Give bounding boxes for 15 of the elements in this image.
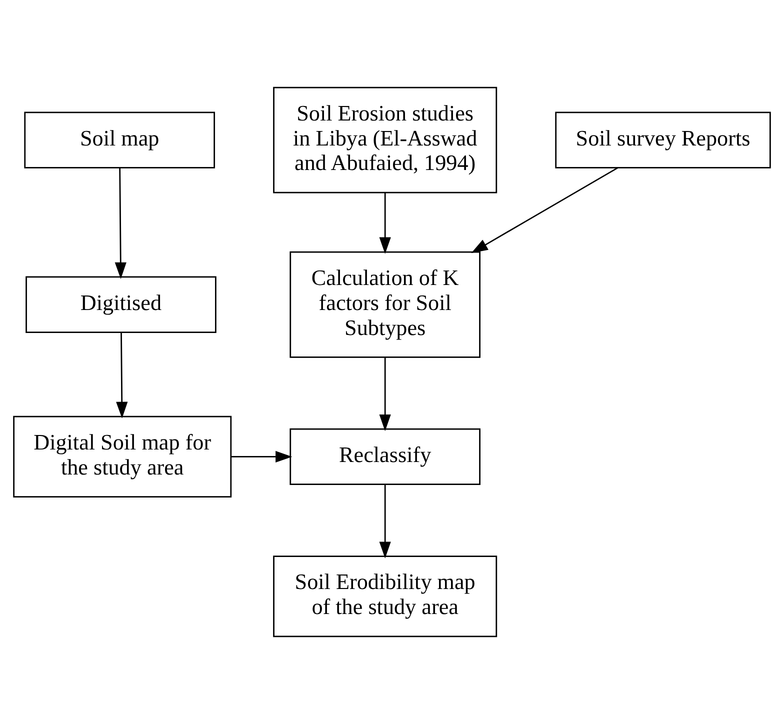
arrow — [379, 192, 391, 254]
node-box: Soil Erodibility map of the study area — [273, 556, 498, 638]
arrow — [114, 168, 126, 279]
arrow — [471, 167, 618, 254]
node-box: Soil survey Reports — [555, 112, 771, 168]
arrow — [379, 357, 391, 432]
arrow — [379, 484, 391, 558]
node-box: Soil Erosion studies in Libya (El-Asswad and Abufaied, 1994) — [273, 86, 498, 194]
arrow — [116, 332, 128, 418]
arrow — [231, 450, 292, 463]
node-box: Calculation of K factors for Soil Subtypes — [290, 251, 480, 358]
node-box: Soil map — [24, 112, 216, 168]
node-box: Reclassify — [290, 428, 480, 486]
node-box: Digital Soil map for the study area — [13, 416, 232, 498]
node-box: Digitised — [26, 276, 216, 333]
